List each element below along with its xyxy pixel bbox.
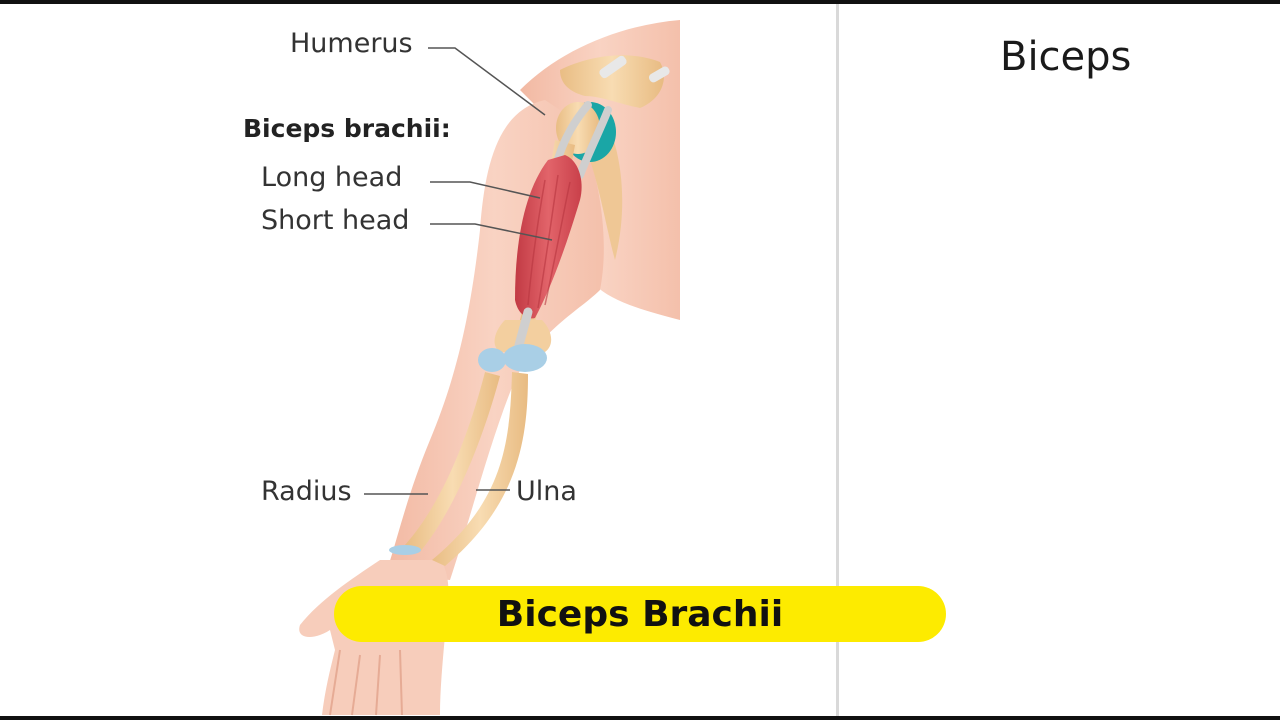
- label-long-head: Long head: [261, 162, 403, 193]
- bottom-border: [0, 716, 1280, 720]
- leader-short-head: [430, 223, 553, 241]
- tendon-short: [576, 106, 612, 179]
- top-border: [0, 0, 1280, 4]
- label-short-head: Short head: [261, 205, 410, 236]
- leader-long-head: [430, 181, 541, 199]
- radius: [405, 372, 500, 552]
- side-panel-heading: Biceps: [1000, 34, 1132, 80]
- leader-humerus: [428, 47, 546, 116]
- label-radius: Radius: [261, 476, 352, 507]
- panel-divider: [836, 4, 839, 716]
- ulna: [432, 372, 528, 566]
- elbow-cartilage: [503, 344, 547, 372]
- label-biceps-brachii: Biceps brachii:: [243, 114, 451, 143]
- label-ulna: Ulna: [516, 476, 577, 507]
- caption-title: Biceps Brachii: [496, 593, 784, 635]
- label-humerus: Humerus: [290, 28, 413, 59]
- scapula: [560, 55, 664, 108]
- caption-banner: Biceps Brachii: [334, 586, 946, 642]
